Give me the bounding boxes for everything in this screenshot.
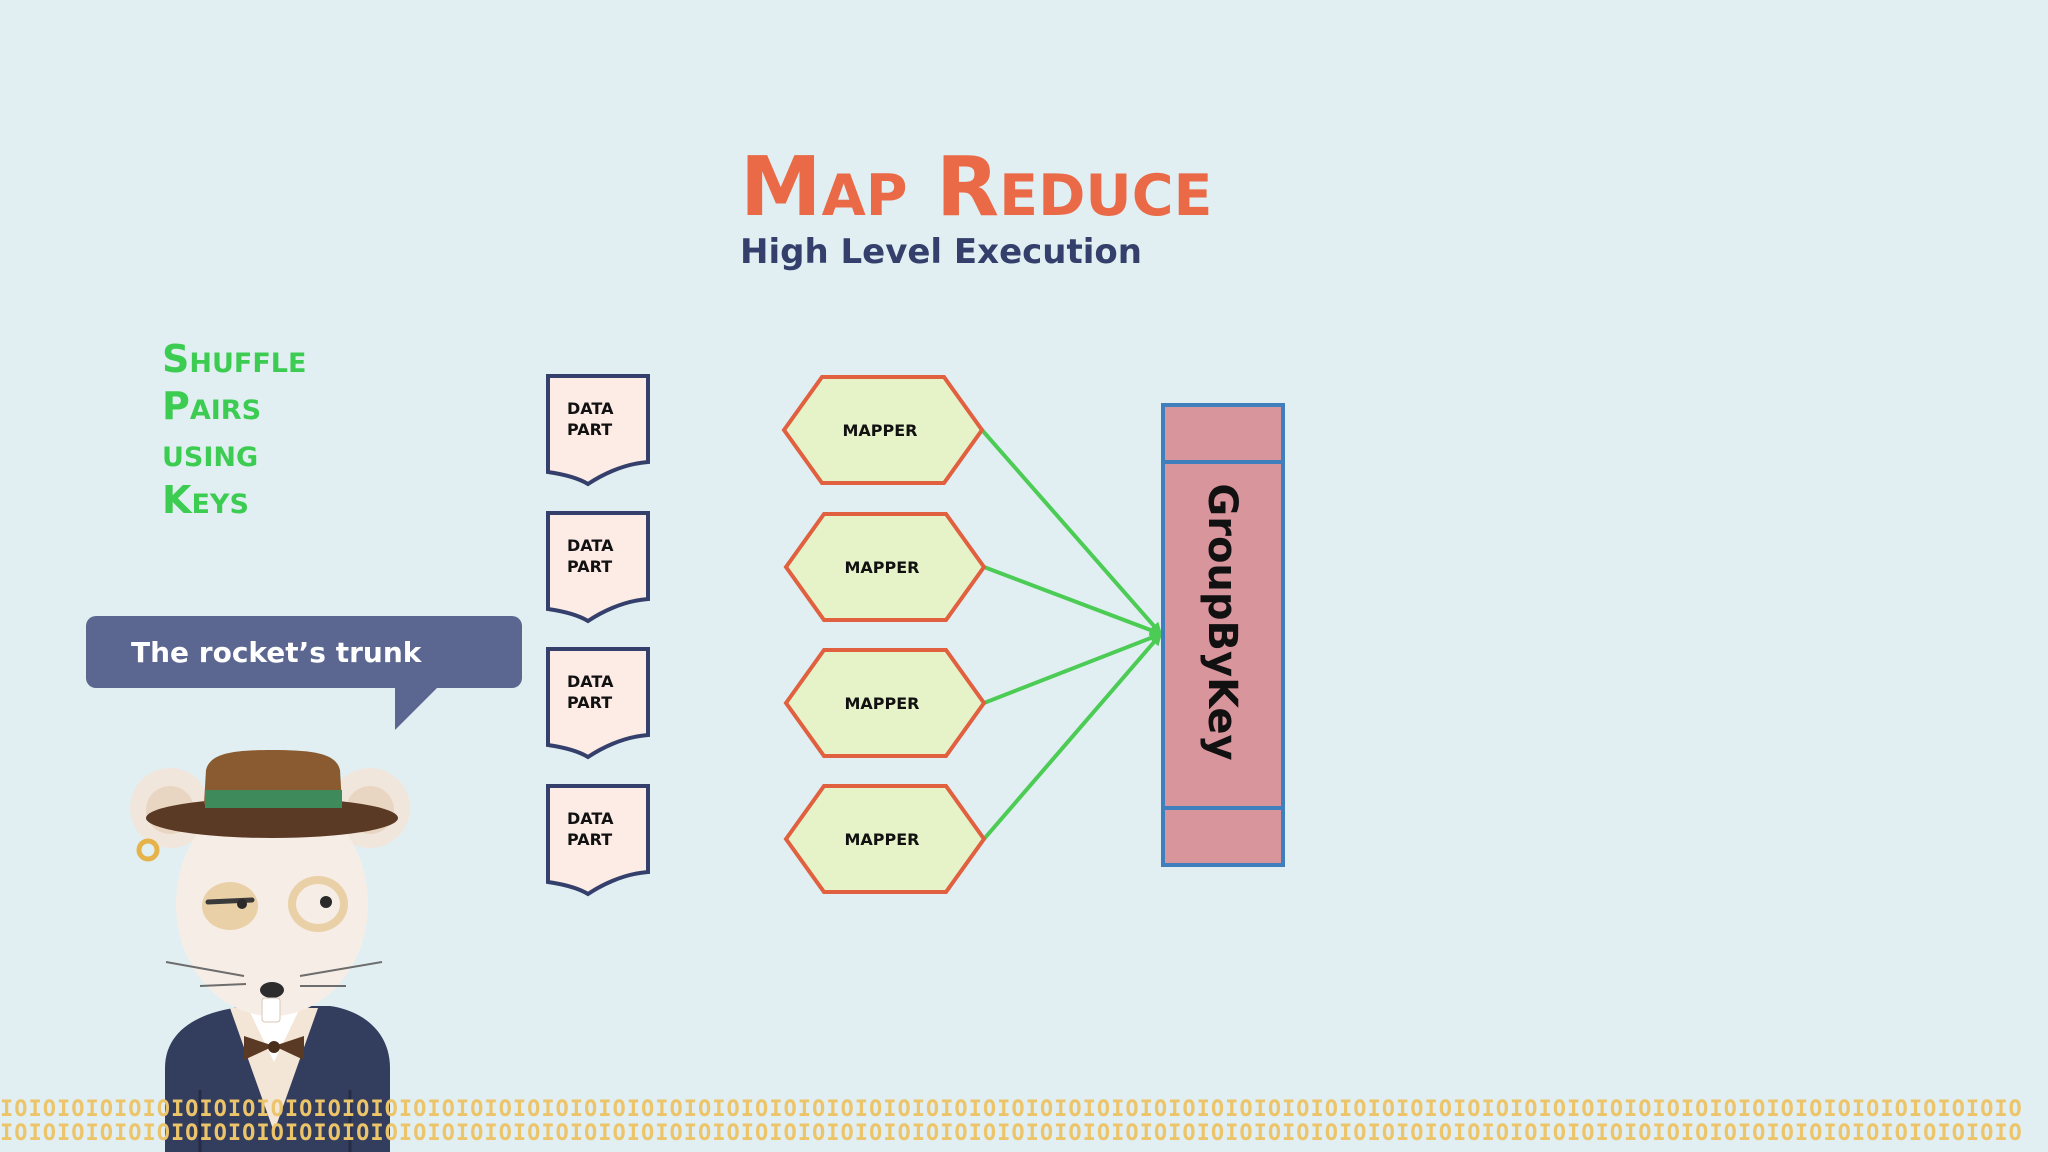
speech-bubble-text: The rocket’s trunk [131,636,422,669]
data-part-label: PART [567,830,612,849]
binary-pattern-row: IOIOIOIOIOIOIOIOIOIOIOIOIOIOIOIOIOIOIOIO… [0,1098,2023,1122]
mapper-label: MAPPER [844,694,919,713]
mapper: MAPPER [783,648,987,758]
data-part: DATA PART [546,784,650,897]
side-note: Shuffle Pairs using Keys [162,336,306,524]
mapper-label: MAPPER [842,421,917,440]
group-by-key-box: GroupByKey [1161,403,1285,867]
mapper-label: MAPPER [844,830,919,849]
data-part-label: DATA [567,809,614,828]
arrow [980,428,1163,636]
data-part: DATA PART [546,511,650,624]
speech-bubble-tail [395,686,439,730]
slide-subtitle: High Level Execution [740,232,1142,272]
arrow [983,565,1163,636]
binary-pattern-row: IOIOIOIOIOIOIOIOIOIOIOIOIOIOIOIOIOIOIOIO… [0,1121,2023,1146]
mapper: MAPPER [783,512,987,622]
side-note-line: Keys [162,478,249,522]
speech-bubble [86,616,522,688]
arrow [982,632,1163,841]
group-by-key-label: GroupByKey [1199,483,1245,760]
data-part-label: PART [567,557,612,576]
data-part-label: DATA [567,399,614,418]
mapper: MAPPER [783,784,987,894]
mapper: MAPPER [781,375,985,485]
slide-title: Map Reduce [740,140,1213,235]
side-note-line: Shuffle [162,337,307,381]
data-part-label: PART [567,693,612,712]
binary-pattern-border: IOIOIOIOIOIOIOIOIOIOIOIOIOIOIOIOIOIOIOIO… [0,1098,2048,1152]
mapper-label: MAPPER [844,558,919,577]
data-part: DATA PART [546,647,650,760]
arrow [983,632,1163,705]
data-part: DATA PART [546,374,650,487]
side-note-line: Pairs [162,384,262,428]
data-part-label: DATA [567,536,614,555]
side-note-line: using [162,431,259,475]
rat-character-illustration [130,750,410,1152]
data-part-label: PART [567,420,612,439]
data-part-label: DATA [567,672,614,691]
